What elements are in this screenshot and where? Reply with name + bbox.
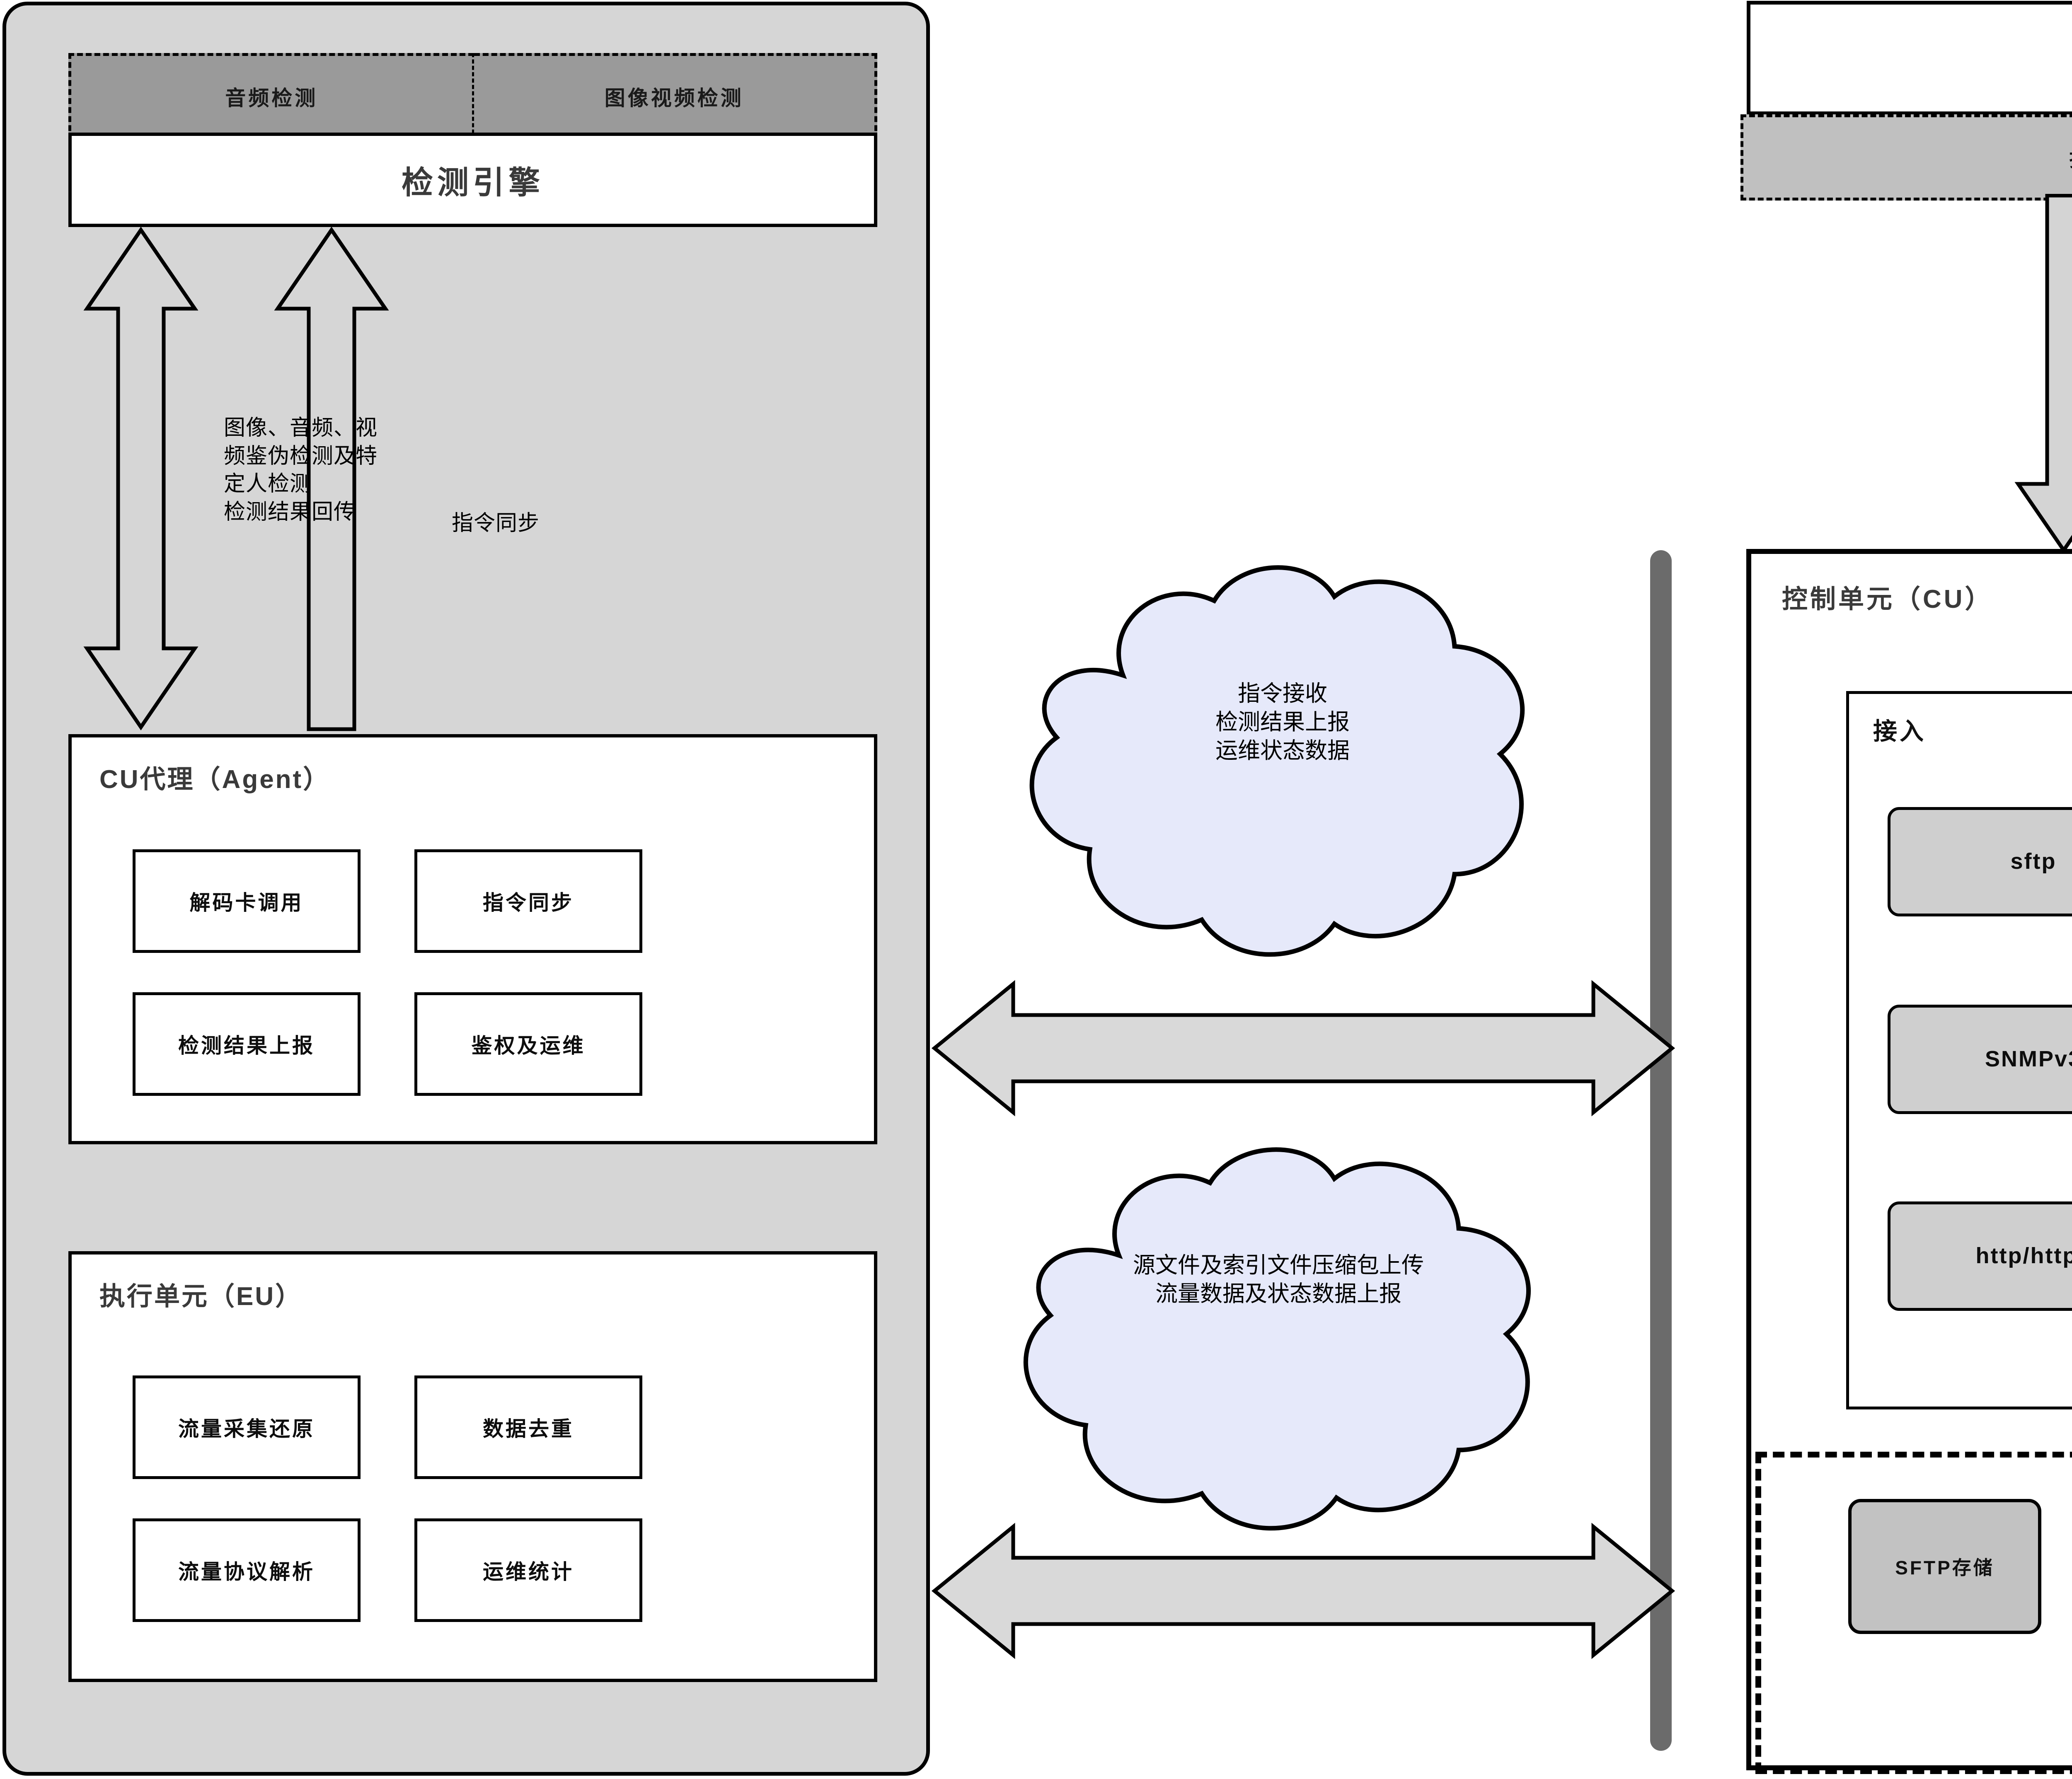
cu-agent-cell-decode-card[interactable]: 解码卡调用	[133, 849, 361, 953]
bidirectional-arrow-upper	[931, 980, 1675, 1117]
platform-function-band: 指令下发 检测结果及统计	[1740, 114, 2072, 201]
cloud-command-receive	[1029, 565, 1525, 957]
eu-title: 执行单元（EU）	[99, 1282, 303, 1311]
platform-band-command-dispatch[interactable]: 指令下发	[1740, 114, 2072, 201]
eu-cell-protocol-parse[interactable]: 流量协议解析	[133, 1518, 361, 1622]
infrastructure-dashed-zone	[1755, 1452, 2072, 1774]
cu-agent-cell-auth-ops[interactable]: 鉴权及运维	[414, 992, 642, 1096]
cu-agent-title: CU代理（Agent）	[99, 765, 331, 794]
cu-access-pill-snmpv3[interactable]: SNMPv3	[1888, 1005, 2072, 1114]
cu-agent-cell-command-sync[interactable]: 指令同步	[414, 849, 642, 953]
detection-tab-bar: 音频检测 图像视频检测	[68, 53, 877, 140]
infra-pill-sftp-storage[interactable]: SFTP存储	[1848, 1499, 2041, 1634]
tab-audio-detection[interactable]: 音频检测	[68, 53, 474, 140]
downward-arrow-command-dispatch	[2014, 194, 2072, 554]
vertical-divider-bar	[1650, 550, 1672, 1751]
detection-engine-box: 检测引擎	[68, 133, 877, 227]
cu-agent-cell-result-report[interactable]: 检测结果上报	[133, 992, 361, 1096]
eu-cell-dedup[interactable]: 数据去重	[414, 1375, 642, 1479]
bidirectional-arrow-engine-agent	[83, 227, 198, 730]
arrow-label-command-sync: 指令同步	[452, 511, 540, 535]
bidirectional-arrow-lower	[931, 1523, 1675, 1659]
cloud-file-upload-text: 源文件及索引文件压缩包上传 流量数据及状态数据上报	[1133, 1253, 1424, 1307]
cu-column-access-title: 接入	[1873, 718, 1927, 745]
upward-arrow-command-sync	[274, 227, 389, 731]
eu-cell-traffic-capture[interactable]: 流量采集还原	[133, 1375, 361, 1479]
tab-image-video-detection[interactable]: 图像视频检测	[474, 53, 877, 140]
cu-access-pill-sftp[interactable]: sftp	[1888, 807, 2072, 916]
platform-title-box: 行业监管平台	[1747, 1, 2072, 115]
control-unit-title: 控制单元（CU）	[1782, 585, 1993, 614]
arrow-label-media-detection: 图像、音频、视 频鉴伪检测及特 定人检测 检测结果回传	[224, 416, 378, 524]
cloud-file-upload	[1023, 1147, 1531, 1531]
cu-access-pill-http-https[interactable]: http/https	[1888, 1201, 2072, 1311]
eu-cell-ops-stats[interactable]: 运维统计	[414, 1518, 642, 1622]
cloud-command-receive-text: 指令接收 检测结果上报 运维状态数据	[1215, 681, 1350, 764]
